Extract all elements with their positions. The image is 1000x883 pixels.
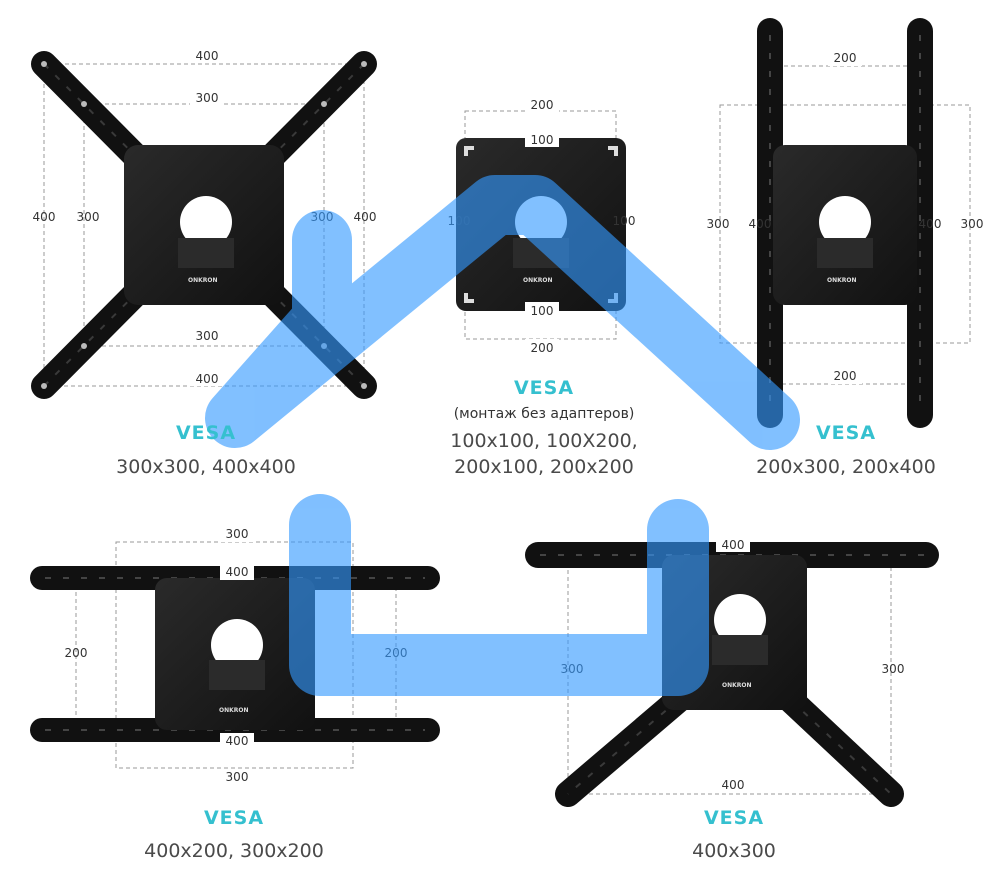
svg-text:ONKRON: ONKRON <box>827 277 857 284</box>
panel2-note: (монтаж без адаптеров) <box>453 406 635 422</box>
dim-label: 200 <box>65 646 88 660</box>
dim-label: 300 <box>196 91 219 105</box>
dim-label: 200 <box>834 51 857 65</box>
dim-label: 300 <box>226 527 249 541</box>
panel3-vesa-title: VESA <box>815 422 877 444</box>
dim-label: 300 <box>196 329 219 343</box>
panel2-sizes-line1: 100x100, 100X200, <box>450 430 638 452</box>
svg-text:ONKRON: ONKRON <box>188 277 218 284</box>
panel4-sizes: 400x200, 300x200 <box>144 840 324 862</box>
panel3-sizes: 200x300, 200x400 <box>756 456 936 478</box>
dim-label: 300 <box>707 217 730 231</box>
svg-text:ONKRON: ONKRON <box>722 682 752 689</box>
dim-label: 100 <box>613 214 636 228</box>
svg-text:ONKRON: ONKRON <box>219 707 249 714</box>
panel2-sizes-line2: 200x100, 200x200 <box>454 456 634 478</box>
dim-label: 400 <box>226 565 249 579</box>
dim-label: 300 <box>226 770 249 784</box>
svg-text:ONKRON: ONKRON <box>523 277 553 284</box>
dim-label: 400 <box>196 372 219 386</box>
panel5-sizes: 400x300 <box>692 840 776 862</box>
dim-label: 200 <box>834 369 857 383</box>
dim-label: 100 <box>531 133 554 147</box>
dim-label: 300 <box>77 210 100 224</box>
dim-label: 400 <box>722 778 745 792</box>
dim-label: 200 <box>531 98 554 112</box>
dim-label: 400 <box>354 210 377 224</box>
dim-label: 200 <box>531 341 554 355</box>
dim-label: 400 <box>919 217 942 231</box>
panel1-vesa-title: VESA <box>175 422 237 444</box>
dim-label: 400 <box>749 217 772 231</box>
dim-label: 400 <box>196 49 219 63</box>
dim-label: 400 <box>226 734 249 748</box>
dim-label: 100 <box>531 304 554 318</box>
blue-overlay-scribble <box>205 175 800 696</box>
dim-label: 300 <box>882 662 905 676</box>
mount-x-300-400: ONKRON 400 300 400 300 300 400 300 400 <box>31 47 377 399</box>
mount-h-vertical-200: ONKRON 200 300 400 400 300 200 <box>707 18 984 428</box>
panel2-vesa-title: VESA <box>513 377 575 399</box>
panel5-vesa-title: VESA <box>703 807 765 829</box>
panel4-vesa-title: VESA <box>203 807 265 829</box>
dim-label: 400 <box>722 538 745 552</box>
panel1-sizes: 300x300, 400x400 <box>116 456 296 478</box>
dim-label: 300 <box>961 217 984 231</box>
dim-label: 400 <box>33 210 56 224</box>
